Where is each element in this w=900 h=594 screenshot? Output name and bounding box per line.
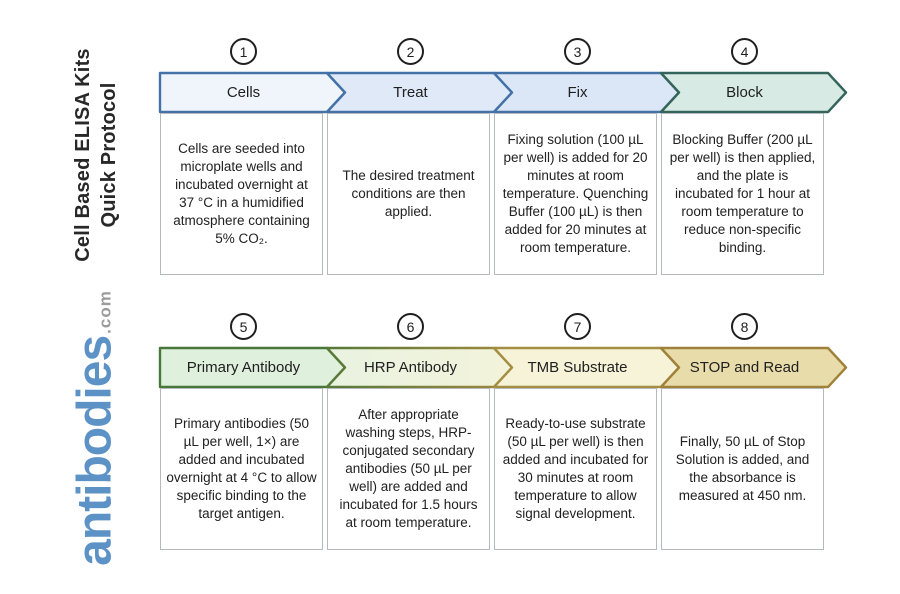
step-number-8: 8 (740, 318, 749, 335)
step-circle-5: 5 (230, 313, 257, 340)
step-circle-3: 3 (564, 38, 591, 65)
step-label-block: Block (726, 84, 763, 101)
step-description-8: Finally, 50 µL of Stop Solution is added… (675, 434, 810, 503)
step-description-box-2: The desired treatment conditions are the… (327, 113, 490, 275)
brand-logo: antibodies.com (68, 290, 123, 566)
step-description-box-3: Fixing solution (100 µL per well) is add… (494, 113, 657, 275)
sidebar-title: Cell Based ELISA Kits Quick Protocol (70, 48, 122, 262)
step-description-5: Primary antibodies (50 µL per well, 1×) … (166, 416, 317, 521)
step-label-cells: Cells (226, 84, 261, 101)
step-number-2: 2 (406, 43, 415, 60)
step-number-5: 5 (239, 318, 248, 335)
step-circle-1: 1 (230, 38, 257, 65)
step-label-primary-antibody: Primary Antibody (186, 359, 301, 376)
step-number-6: 6 (406, 318, 415, 335)
step-description-3: Fixing solution (100 µL per well) is add… (502, 132, 649, 255)
step-description-box-4: Blocking Buffer (200 µL per well) is the… (661, 113, 824, 275)
step-description-box-5: Primary antibodies (50 µL per well, 1×) … (160, 388, 323, 550)
step-description-box-6: After appropriate washing steps, HRP-con… (327, 388, 490, 550)
step-circle-8: 8 (731, 313, 758, 340)
process-arrows-row1 (158, 71, 848, 114)
process-arrows-row2 (158, 346, 848, 389)
step-description-6: After appropriate washing steps, HRP-con… (339, 407, 478, 530)
step-label-fix: Fix (567, 84, 588, 101)
step-circle-4: 4 (731, 38, 758, 65)
step-label-tmb-substrate: TMB Substrate (527, 359, 628, 376)
step-description-4: Blocking Buffer (200 µL per well) is the… (669, 132, 816, 255)
step-arrow-block (659, 71, 848, 114)
step-description-box-8: Finally, 50 µL of Stop Solution is added… (661, 388, 824, 550)
brand-logo-suffix: .com (95, 290, 115, 334)
step-number-3: 3 (573, 43, 582, 60)
step-description-box-1: Cells are seeded into microplate wells a… (160, 113, 323, 275)
sidebar-title-line1: Cell Based ELISA Kits (72, 48, 94, 262)
step-number-1: 1 (239, 43, 248, 60)
step-description-2: The desired treatment conditions are the… (342, 168, 475, 219)
step-number-7: 7 (573, 318, 582, 335)
step-description-box-7: Ready-to-use substrate (50 µL per well) … (494, 388, 657, 550)
step-label-hrp-antibody: HRP Antibody (363, 359, 458, 376)
step-arrow-stop-and-read (659, 346, 848, 389)
sidebar-title-line2: Quick Protocol (98, 82, 120, 228)
step-number-4: 4 (740, 43, 749, 60)
step-label-treat: Treat (393, 84, 428, 101)
step-circle-2: 2 (397, 38, 424, 65)
step-description-1: Cells are seeded into microplate wells a… (173, 141, 310, 246)
brand-logo-text: antibodies (68, 335, 122, 566)
step-circle-6: 6 (397, 313, 424, 340)
step-label-stop-and-read: STOP and Read (689, 359, 800, 376)
step-description-7: Ready-to-use substrate (50 µL per well) … (502, 416, 649, 521)
step-circle-7: 7 (564, 313, 591, 340)
